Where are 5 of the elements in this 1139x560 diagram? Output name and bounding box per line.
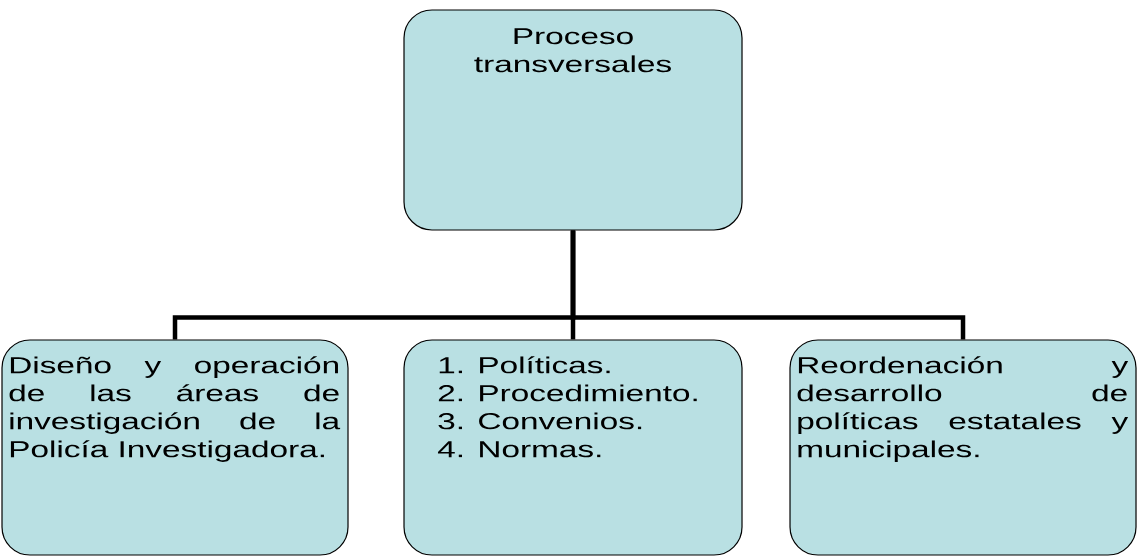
process-box: Reordenación y desarrollo de políticas estatales y municipales. xyxy=(789,339,1137,556)
process-box: Diseño y operación de las áreas de investigación de la Policía Investigadora. xyxy=(1,339,349,556)
process-box: 1. Políticas. 2. Procedimiento. 3. Convenios. 4. Normas. xyxy=(403,339,743,556)
connector-line xyxy=(570,230,966,340)
process-box: Proceso transversales xyxy=(403,9,743,231)
